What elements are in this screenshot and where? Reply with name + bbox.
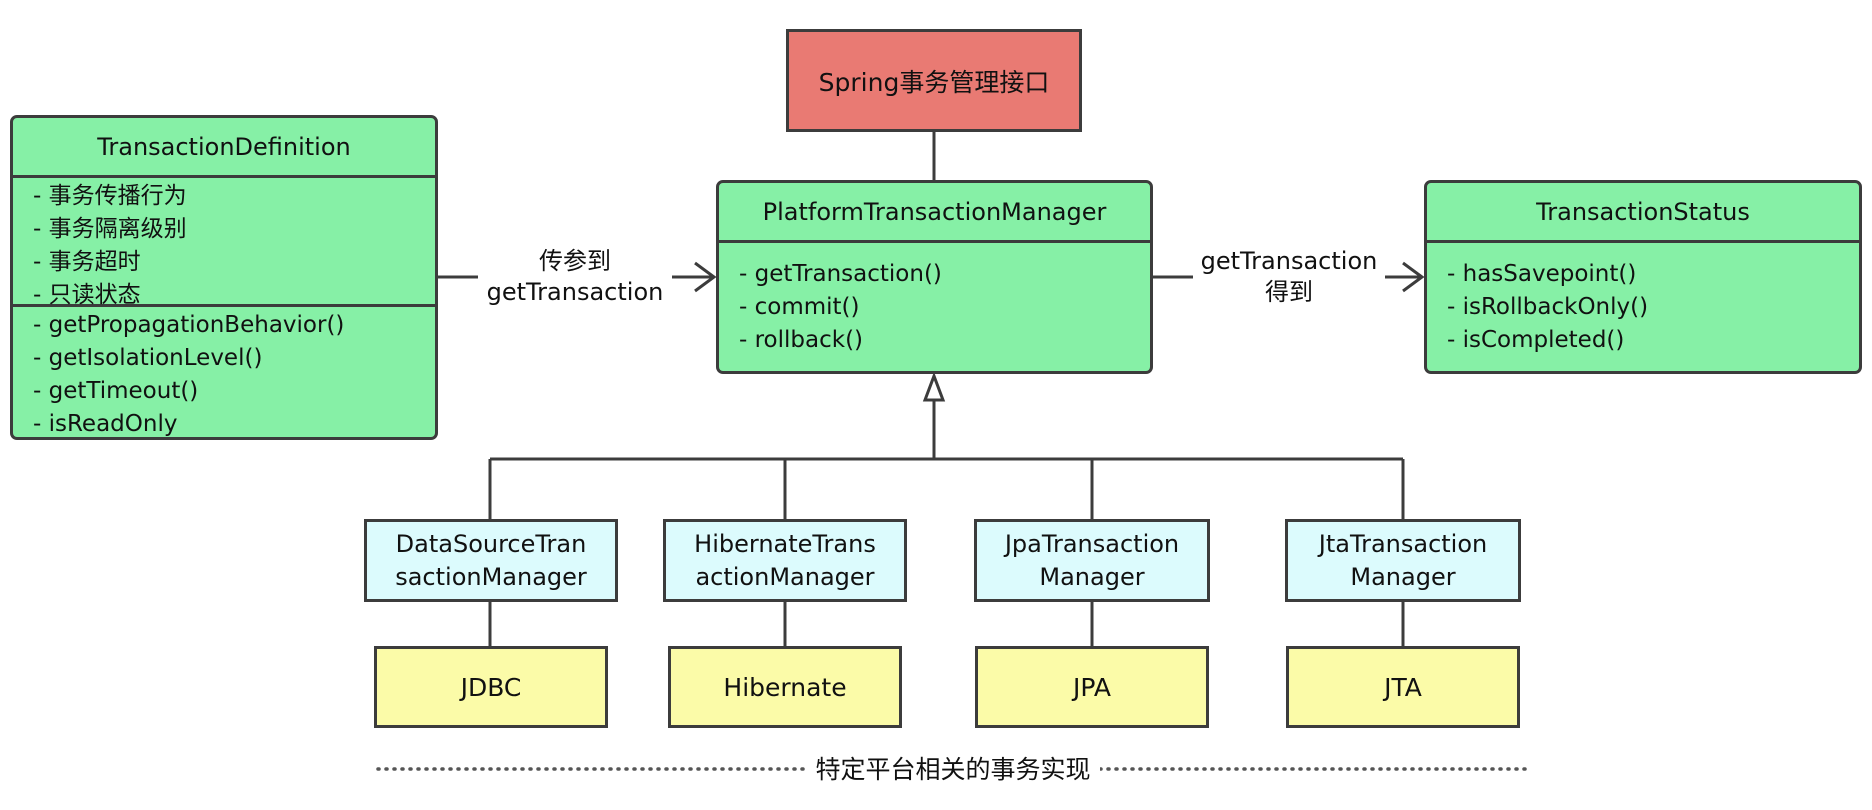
platform-transaction-manager-title: PlatformTransactionManager [719, 183, 1150, 243]
edge-label-line: getTransaction [486, 278, 664, 306]
spring-transaction-interfaces-title: Spring事务管理接口 [818, 67, 1050, 97]
edge-label-line: 传参到 [539, 247, 611, 275]
method-item: - getTimeout() [33, 378, 199, 404]
platform-label: Hibernate [723, 672, 847, 702]
jpa-transaction-manager-box: JpaTransaction Manager [974, 519, 1210, 602]
platform-jta-box: JTA [1286, 646, 1520, 728]
transaction-status-methods: - hasSavepoint() - isRollbackOnly() - is… [1427, 243, 1859, 357]
status-arrowhead [1402, 261, 1425, 293]
transaction-definition-title: TransactionDefinition [13, 118, 435, 178]
transaction-status-class: TransactionStatus - hasSavepoint() - isR… [1424, 180, 1862, 374]
definition-arrowhead [694, 261, 717, 293]
platform-label: JPA [1073, 672, 1111, 702]
platform-transaction-manager-methods: - getTransaction() - commit() - rollback… [719, 243, 1150, 357]
transaction-definition-methods: - getPropagationBehavior() - getIsolatio… [13, 307, 435, 441]
manager-to-status-label: getTransaction 得到 [1193, 246, 1385, 308]
method-item: - getIsolationLevel() [33, 345, 263, 371]
class-name-line: Manager [1350, 562, 1456, 591]
platform-implementations-caption: 特定平台相关的事务实现 [806, 754, 1100, 785]
method-item: - commit() [739, 294, 860, 320]
edge-label-line: getTransaction [1200, 247, 1378, 275]
spring-transaction-interfaces-box: Spring事务管理接口 [786, 29, 1082, 132]
method-item: - isRollbackOnly() [1447, 294, 1649, 320]
platform-hibernate-box: Hibernate [668, 646, 902, 728]
method-item: - isReadOnly [33, 411, 178, 437]
platform-jpa-box: JPA [975, 646, 1209, 728]
hibernate-transaction-manager-box: HibernateTrans actionManager [663, 519, 907, 602]
datasource-transaction-manager-box: DataSourceTran sactionManager [364, 519, 618, 602]
definition-to-manager-label: 传参到 getTransaction [478, 246, 672, 308]
class-name-line: Manager [1039, 562, 1145, 591]
platform-jdbc-box: JDBC [374, 646, 608, 728]
inheritance-triangle-icon [922, 371, 946, 402]
transaction-status-title: TransactionStatus [1427, 183, 1859, 243]
class-name-line: HibernateTrans [694, 529, 876, 558]
method-item: - rollback() [739, 327, 864, 353]
transaction-definition-class: TransactionDefinition - 事务传播行为 - 事务隔离级别 … [10, 115, 438, 440]
edge-label-line: 得到 [1265, 278, 1313, 306]
attribute-item: - 事务传播行为 [33, 183, 187, 209]
method-item: - getTransaction() [739, 261, 942, 287]
method-item: - isCompleted() [1447, 327, 1625, 353]
platform-transaction-manager-class: PlatformTransactionManager - getTransact… [716, 180, 1153, 374]
method-item: - hasSavepoint() [1447, 261, 1637, 287]
class-name-line: JpaTransaction [1004, 529, 1180, 558]
platform-label: JTA [1384, 672, 1422, 702]
transaction-definition-attributes: - 事务传播行为 - 事务隔离级别 - 事务超时 - 只读状态 [13, 178, 435, 308]
jta-transaction-manager-box: JtaTransaction Manager [1285, 519, 1521, 602]
attribute-item: - 只读状态 [33, 282, 141, 308]
method-item: - getPropagationBehavior() [33, 312, 345, 338]
attribute-item: - 事务超时 [33, 249, 141, 275]
class-name-line: sactionManager [395, 562, 587, 591]
class-name-line: JtaTransaction [1318, 529, 1488, 558]
class-name-line: DataSourceTran [395, 529, 587, 558]
attribute-item: - 事务隔离级别 [33, 216, 187, 242]
class-name-line: actionManager [695, 562, 875, 591]
platform-label: JDBC [460, 672, 522, 702]
